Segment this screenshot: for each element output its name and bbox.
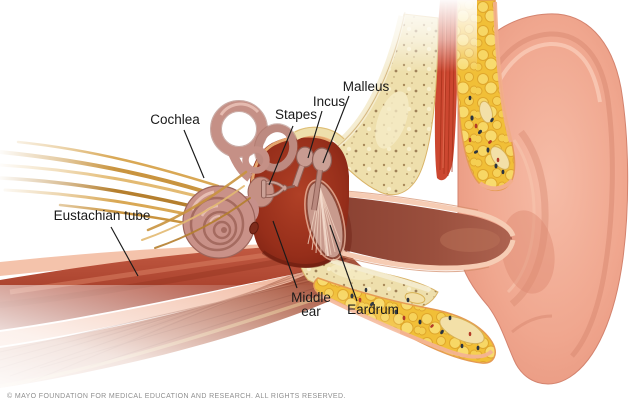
- label-middle-ear-line1: Middle: [291, 290, 331, 305]
- label-eustachian-tube: Eustachian tube: [54, 208, 151, 223]
- incus-leader: [307, 110, 323, 159]
- cochlea-leader: [183, 129, 205, 179]
- anatomy-labels: Cochlea Stapes Incus Malleus Eustachian …: [54, 79, 399, 319]
- malleus-leader: [322, 95, 350, 164]
- label-malleus: Malleus: [343, 79, 390, 94]
- canal-skin-lining: [333, 189, 516, 273]
- cartilage-blob: [490, 146, 510, 170]
- fat-speckles: [468, 95, 505, 175]
- antihelix-ridge: [509, 129, 549, 307]
- ossicles: [261, 146, 333, 211]
- label-stapes: Stapes: [275, 107, 317, 122]
- round-window: [249, 221, 259, 235]
- eustachian-tube-leader: [110, 226, 139, 277]
- attic-bone-arch: [292, 126, 346, 146]
- concha-shading: [501, 210, 555, 294]
- label-incus: Incus: [313, 94, 346, 109]
- white-fade-overlays: [0, 0, 477, 410]
- stapes-shape: [261, 179, 296, 199]
- label-middle-ear-line2: ear: [301, 304, 321, 319]
- middle-ear-leader: [272, 220, 298, 289]
- label-cochlea: Cochlea: [150, 112, 200, 127]
- stapes-leader: [268, 125, 294, 186]
- semicircular-canals: [210, 100, 299, 182]
- eardrum-leader: [329, 224, 358, 302]
- copyright-notice: © MAYO FOUNDATION FOR MEDICAL EDUCATION …: [7, 392, 346, 400]
- helix-ridge: [477, 31, 615, 358]
- cartilage-blob: [439, 315, 485, 345]
- leader-lines: [110, 95, 358, 302]
- label-eardrum: Eardrum: [347, 302, 399, 317]
- nerve-strands-front: [141, 170, 251, 249]
